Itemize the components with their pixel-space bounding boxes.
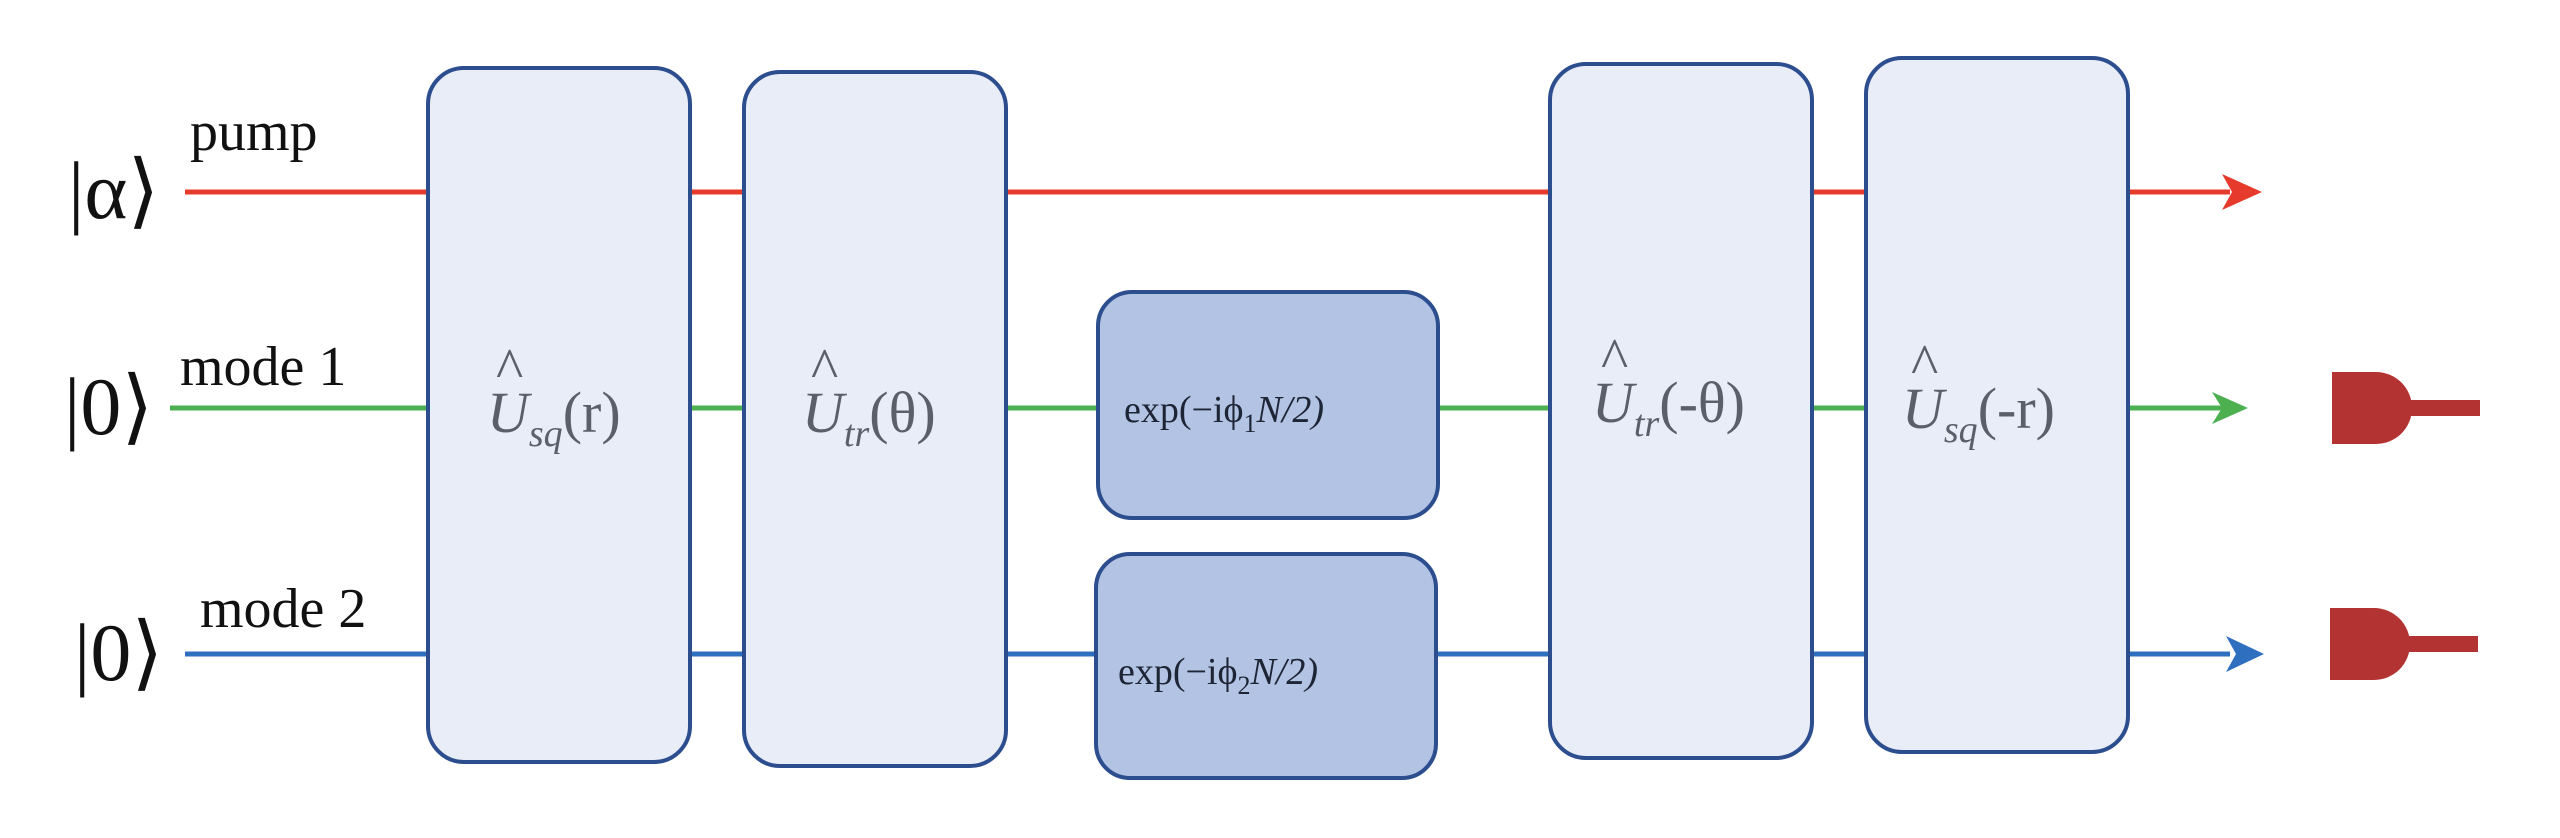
- squeeze-inv-op: U: [1902, 376, 1948, 441]
- mode-1-wire-arrow: [2212, 392, 2248, 424]
- pump-wire-arrow: [2222, 174, 2262, 210]
- phase-gate-1: exp(−iϕ1N/2): [1096, 290, 1440, 520]
- phase-1-pre: exp(−iϕ: [1124, 389, 1244, 431]
- detector-icon: [2332, 372, 2412, 444]
- phase-gate-2: exp(−iϕ2N/2): [1094, 552, 1438, 780]
- transfer-arg: (θ): [869, 380, 935, 445]
- detector-stem: [2406, 636, 2478, 652]
- pump-label: pump: [190, 101, 318, 163]
- mode-2-wire-arrow: [2226, 636, 2264, 672]
- detector-stem: [2408, 400, 2480, 416]
- transfer-inverse-gate: Utr(-θ) ^: [1548, 62, 1814, 760]
- squeeze-arg: (r): [563, 380, 621, 445]
- phase-2-post: N/2): [1250, 651, 1319, 693]
- transfer-inv-sub: tr: [1634, 403, 1660, 445]
- squeeze-gate: Usq(r) ^: [426, 66, 692, 764]
- transfer-inv-op: U: [1592, 370, 1638, 435]
- squeeze-op: U: [487, 380, 533, 445]
- mode-1-ket: |0⟩: [64, 361, 153, 452]
- squeeze-hat: ^: [496, 336, 523, 401]
- squeeze-inv-arg: (-r): [1978, 376, 2055, 441]
- transfer-hat: ^: [811, 336, 838, 401]
- phase-1-sub: 1: [1244, 409, 1257, 438]
- svg-text:exp(−iϕ1N/2): exp(−iϕ1N/2): [1124, 389, 1324, 438]
- detector-icon: [2330, 608, 2410, 680]
- detector-mode-1: [2332, 372, 2480, 444]
- transfer-inv-hat: ^: [1601, 326, 1628, 391]
- transfer-sub: tr: [844, 413, 870, 455]
- mode-1-label: mode 1: [180, 336, 346, 398]
- svg-text:Utr(θ): Utr(θ): [802, 380, 936, 455]
- svg-text:Usq(-r): Usq(-r): [1902, 376, 2055, 451]
- phase-1-post: N/2): [1256, 389, 1325, 431]
- svg-text:Usq(r): Usq(r): [487, 380, 621, 455]
- phase-2-sub: 2: [1238, 671, 1251, 700]
- transfer-gate: Utr(θ) ^: [742, 70, 1008, 768]
- transfer-op: U: [802, 380, 848, 445]
- squeeze-sub: sq: [529, 413, 563, 455]
- squeeze-inv-hat: ^: [1911, 332, 1938, 397]
- pump-ket: |α⟩: [68, 145, 159, 236]
- squeeze-inv-sub: sq: [1944, 409, 1978, 451]
- svg-text:exp(−iϕ2N/2): exp(−iϕ2N/2): [1118, 651, 1318, 700]
- squeeze-inverse-gate: Usq(-r) ^: [1864, 56, 2130, 754]
- mode-2-label: mode 2: [200, 578, 366, 640]
- phase-2-pre: exp(−iϕ: [1118, 651, 1238, 693]
- input-labels: |α⟩ pump |0⟩ mode 1 |0⟩ mode 2: [64, 101, 366, 698]
- detector-mode-2: [2330, 608, 2478, 680]
- transfer-inv-arg: (-θ): [1659, 370, 1745, 435]
- svg-text:Utr(-θ): Utr(-θ): [1592, 370, 1745, 445]
- mode-2-ket: |0⟩: [74, 607, 163, 698]
